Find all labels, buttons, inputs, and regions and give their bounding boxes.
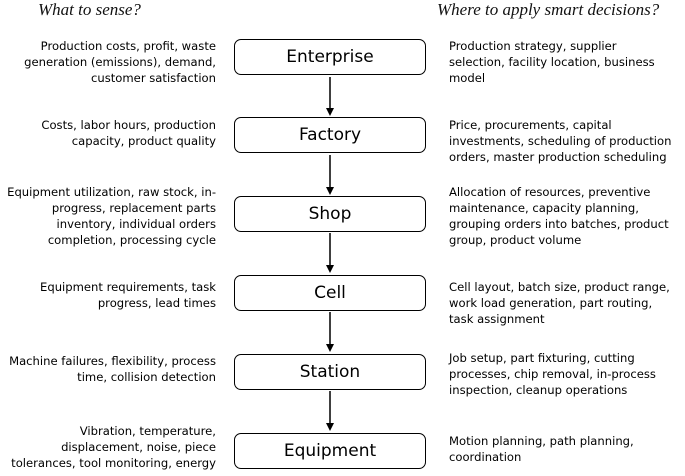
decision-line: model xyxy=(449,71,486,85)
sense-line: Equipment requirements, task xyxy=(40,280,216,294)
header-where-to-apply: Where to apply smart decisions? xyxy=(437,0,660,19)
sense-line: time, collision detection xyxy=(77,370,216,384)
level-box-cell: Cell xyxy=(234,275,426,311)
decision-line: selection, facility location, business xyxy=(449,55,655,69)
decision-line: Cell layout, batch size, product range, xyxy=(449,280,670,294)
decision-text-shop: Allocation of resources, preventive main… xyxy=(449,184,685,248)
decision-line: orders, master production scheduling xyxy=(449,150,667,164)
decision-text-equipment: Motion planning, path planning, coordina… xyxy=(449,433,685,465)
decision-line: Allocation of resources, preventive xyxy=(449,185,651,199)
sense-text-enterprise: Production costs, profit, waste generati… xyxy=(0,38,216,86)
decision-text-enterprise: Production strategy, supplier selection,… xyxy=(449,38,685,86)
header-what-to-sense: What to sense? xyxy=(38,0,141,19)
level-box-equipment: Equipment xyxy=(234,433,426,469)
decision-line: coordination xyxy=(449,450,522,464)
sense-line: progress, lead times xyxy=(97,296,216,310)
decision-line: Motion planning, path planning, xyxy=(449,434,634,448)
sense-line: Machine failures, flexibility, process xyxy=(9,354,216,368)
sense-line: completion, processing cycle xyxy=(47,233,216,247)
level-box-station: Station xyxy=(234,354,426,390)
sense-line: customer satisfaction xyxy=(90,71,216,85)
sense-line: tolerances, tool monitoring, energy xyxy=(11,456,216,470)
sense-text-factory: Costs, labor hours, production capacity,… xyxy=(0,117,216,149)
level-box-enterprise: Enterprise xyxy=(234,39,426,75)
sense-line: inventory, individual orders xyxy=(56,217,216,231)
sense-line: Costs, labor hours, production xyxy=(41,118,216,132)
decision-line: investments, scheduling of production xyxy=(449,134,672,148)
decision-line: Price, procurements, capital xyxy=(449,118,612,132)
decision-line: maintenance, capacity planning, xyxy=(449,201,639,215)
sense-text-shop: Equipment utilization, raw stock, in- pr… xyxy=(0,184,216,248)
level-box-shop: Shop xyxy=(234,196,426,232)
decision-line: work load generation, part routing, xyxy=(449,296,653,310)
decision-text-station: Job setup, part fixturing, cutting proce… xyxy=(449,350,685,398)
sense-line: Vibration, temperature, xyxy=(79,424,216,438)
sense-text-station: Machine failures, flexibility, process t… xyxy=(0,353,216,385)
sense-line: displacement, noise, piece xyxy=(61,440,216,454)
decision-line: grouping orders into batches, product xyxy=(449,217,669,231)
sense-text-cell: Equipment requirements, task progress, l… xyxy=(0,279,216,311)
decision-text-factory: Price, procurements, capital investments… xyxy=(449,117,685,165)
sense-line: capacity, product quality xyxy=(71,134,216,148)
level-box-factory: Factory xyxy=(234,117,426,153)
sense-line: Equipment utilization, raw stock, in- xyxy=(7,185,216,199)
decision-text-cell: Cell layout, batch size, product range, … xyxy=(449,279,685,327)
decision-line: group, product volume xyxy=(449,233,582,247)
sense-line: generation (emissions), demand, xyxy=(24,55,216,69)
decision-line: Job setup, part fixturing, cutting xyxy=(449,351,635,365)
sense-text-equipment: Vibration, temperature, displacement, no… xyxy=(0,423,216,471)
decision-line: processes, chip removal, in-process xyxy=(449,367,656,381)
decision-line: Production strategy, supplier xyxy=(449,39,617,53)
decision-line: inspection, cleanup operations xyxy=(449,383,628,397)
sense-line: Production costs, profit, waste xyxy=(40,39,216,53)
decision-line: task assignment xyxy=(449,312,545,326)
sense-line: progress, replacement parts xyxy=(51,201,216,215)
